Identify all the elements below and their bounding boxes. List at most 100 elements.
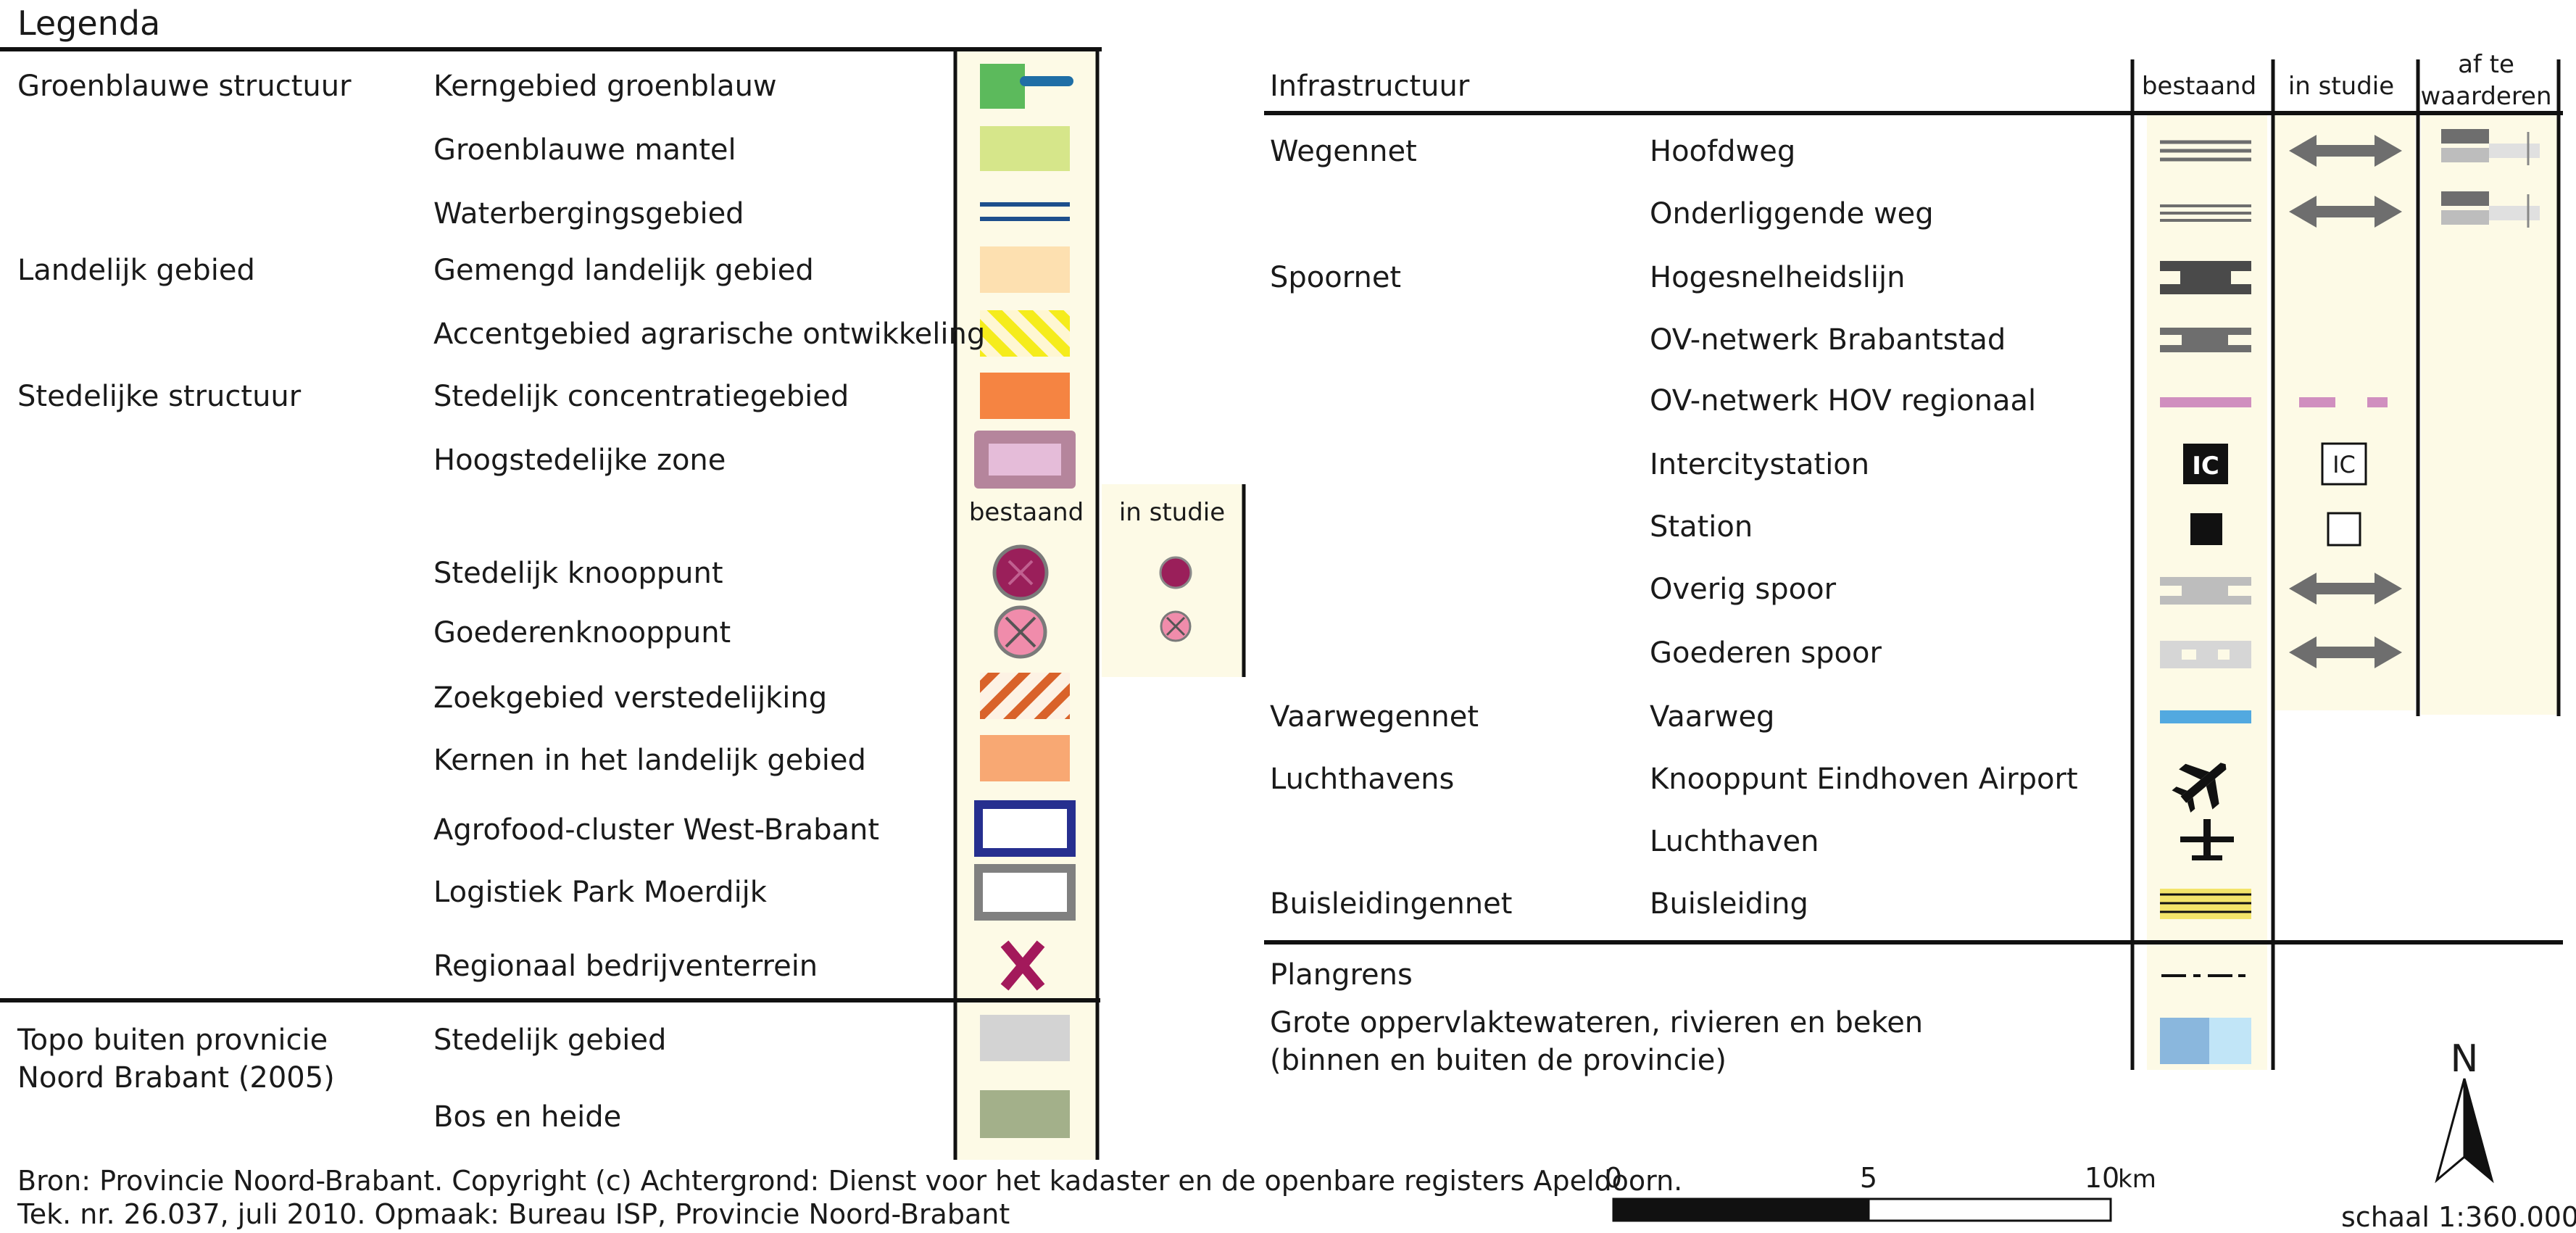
hoofdweg-assess-dark <box>2441 129 2489 144</box>
knooppunt-existing-x-icon <box>1007 560 1034 586</box>
north-arrow-right <box>2463 1078 2494 1184</box>
infra-label-overig-spoor: Overig spoor <box>1650 573 1837 606</box>
infra-col-assess-line1: af te <box>2458 50 2514 79</box>
north-arrow-icon <box>2435 1078 2494 1184</box>
scale-bar-frame <box>1612 1197 2112 1222</box>
kernen-swatch <box>980 735 1070 781</box>
onderliggend-study-arrow-shaft <box>2315 206 2377 217</box>
hoogstedelijk-inner <box>989 444 1061 476</box>
hsl-mid <box>2180 268 2231 287</box>
infra-label-hsl: Hogesnelheidslijn <box>1650 261 1905 294</box>
hoofdweg-study-arrow-right <box>2375 135 2402 167</box>
left-label-concentratie: Stedelijk concentratiegebied <box>433 380 849 413</box>
airplane-wing-right <box>2206 779 2219 810</box>
north-arrow-left <box>2435 1078 2466 1184</box>
overig-study-arrow-left <box>2289 573 2317 605</box>
water-label-line1: Grote oppervlaktewateren, rivieren en be… <box>1270 1006 1923 1039</box>
hov-existing-line <box>2160 397 2251 407</box>
left-label-hoogstedelijk: Hoogstedelijke zone <box>433 444 726 477</box>
hoofdweg-study-arrow <box>2289 135 2402 167</box>
left-label-agrofood: Agrofood-cluster West-Brabant <box>433 813 879 847</box>
infra-label-hoofdweg: Hoofdweg <box>1650 135 1795 168</box>
ic-existing-text: IC <box>2192 452 2219 481</box>
goederen-bottom <box>2160 660 2251 668</box>
zoekgebied-swatch <box>980 673 1070 719</box>
bedrijventerrein-x-2 <box>1000 940 1045 991</box>
goederen-study-arrow <box>2289 636 2402 668</box>
onderliggend-assess-dark <box>2441 191 2489 206</box>
airplane-wing-left <box>2179 763 2210 780</box>
north-label: N <box>2451 1037 2479 1081</box>
airplane-tail-right <box>2187 797 2195 813</box>
topo-category-line1: Topo buiten provnicie <box>17 1024 328 1057</box>
airplane-tail-left <box>2172 786 2187 796</box>
station-study-icon <box>2327 512 2361 547</box>
luchthaven-stem <box>2203 819 2211 860</box>
goederen-top <box>2160 641 2251 649</box>
goederenknoop-x-2 <box>1005 616 1036 648</box>
station-existing-icon <box>2190 513 2222 545</box>
infra-category-0: Wegennet <box>1270 135 1417 168</box>
infra-label-buisleiding: Buisleiding <box>1650 887 1808 921</box>
left-label-goederenknoop: Goederenknooppunt <box>433 616 731 649</box>
water-swatch-dark <box>2160 1018 2209 1064</box>
overig-study-arrow <box>2289 573 2402 605</box>
logistiek-swatch <box>974 864 1076 921</box>
infra-study-column-bg <box>2273 113 2415 710</box>
ov-brabant-top <box>2160 328 2251 335</box>
scale-bar-black <box>1613 1199 1869 1221</box>
ic-existing-icon <box>2183 444 2228 484</box>
infra-label-onderliggend: Onderliggende weg <box>1650 197 1934 231</box>
left-label-accent: Accentgebied agrarische ontwikkeling <box>433 317 985 351</box>
airplane-icon <box>2172 763 2227 813</box>
infra-category-12: Buisleidingennet <box>1270 887 1512 921</box>
plangrens-label: Plangrens <box>1270 958 1413 992</box>
hoofdweg-assess-light <box>2489 144 2540 158</box>
infra-label-ic: Intercitystation <box>1650 448 1869 481</box>
scale-tick-0: 0 <box>1605 1162 1622 1194</box>
topo-label-stedelijk: Stedelijk gebied <box>433 1024 666 1057</box>
ic-study-text: IC <box>2332 451 2356 478</box>
goederen-study-arrow-right <box>2375 636 2402 668</box>
scale-unit: km <box>2118 1165 2156 1194</box>
ov-brabant-mid <box>2182 332 2228 348</box>
overig-mid <box>2182 583 2228 599</box>
scale-bar-white <box>1867 1197 2112 1222</box>
subheader-study: in studie <box>1119 498 1225 527</box>
hoofdweg-study-arrow-left <box>2289 135 2317 167</box>
infra-col-assess-line2: waarderen <box>2420 82 2551 111</box>
gemengd-swatch <box>980 246 1070 293</box>
goederen-seg-1 <box>2160 647 2182 663</box>
infra-category-10: Luchthavens <box>1270 763 1454 796</box>
scale-tick-10: 10 <box>2085 1162 2119 1194</box>
legend-text: Legenda bestaand in studie Topo buiten p… <box>17 4 2576 1233</box>
source-line2: Tek. nr. 26.037, juli 2010. Opmaak: Bure… <box>17 1198 1010 1230</box>
overig-study-arrow-right <box>2375 573 2402 605</box>
goederen-study-arrow-shaft <box>2315 647 2377 658</box>
infra-label-ov-brabant: OV-netwerk Brabantstad <box>1650 323 2006 357</box>
left-category-0: Groenblauwe structuur <box>17 70 352 103</box>
hoofdweg-study-arrow-shaft <box>2315 145 2377 157</box>
left-label-waterberging: Waterbergingsgebied <box>433 197 744 231</box>
agrofood-swatch <box>974 800 1076 857</box>
accent-swatch <box>980 310 1070 357</box>
goederen-seg-3 <box>2230 647 2251 663</box>
left-label-kernen: Kernen in het landelijk gebied <box>433 744 866 777</box>
scale-tick-5: 5 <box>1860 1162 1877 1194</box>
mantel-swatch <box>980 126 1070 171</box>
hov-study-dash-1 <box>2299 397 2335 407</box>
infra-label-luchthaven: Luchthaven <box>1650 825 1819 858</box>
left-label-logistiek: Logistiek Park Moerdijk <box>433 876 768 909</box>
subheader-existing: bestaand <box>969 498 1084 527</box>
infra-category-9: Vaarwegennet <box>1270 700 1479 734</box>
knooppunt-study-icon <box>1159 556 1192 589</box>
infra-col-study: in studie <box>2288 72 2394 101</box>
left-category-3: Landelijk gebied <box>17 254 255 287</box>
airplane-body <box>2180 763 2227 803</box>
kerngebied-swatch <box>980 64 1025 109</box>
infra-label-station: Station <box>1650 510 1753 544</box>
onderliggend-assess-light <box>2489 206 2540 220</box>
overig-study-arrow-shaft <box>2315 583 2377 594</box>
source-line1: Bron: Provincie Noord-Brabant. Copyright… <box>17 1165 1682 1197</box>
